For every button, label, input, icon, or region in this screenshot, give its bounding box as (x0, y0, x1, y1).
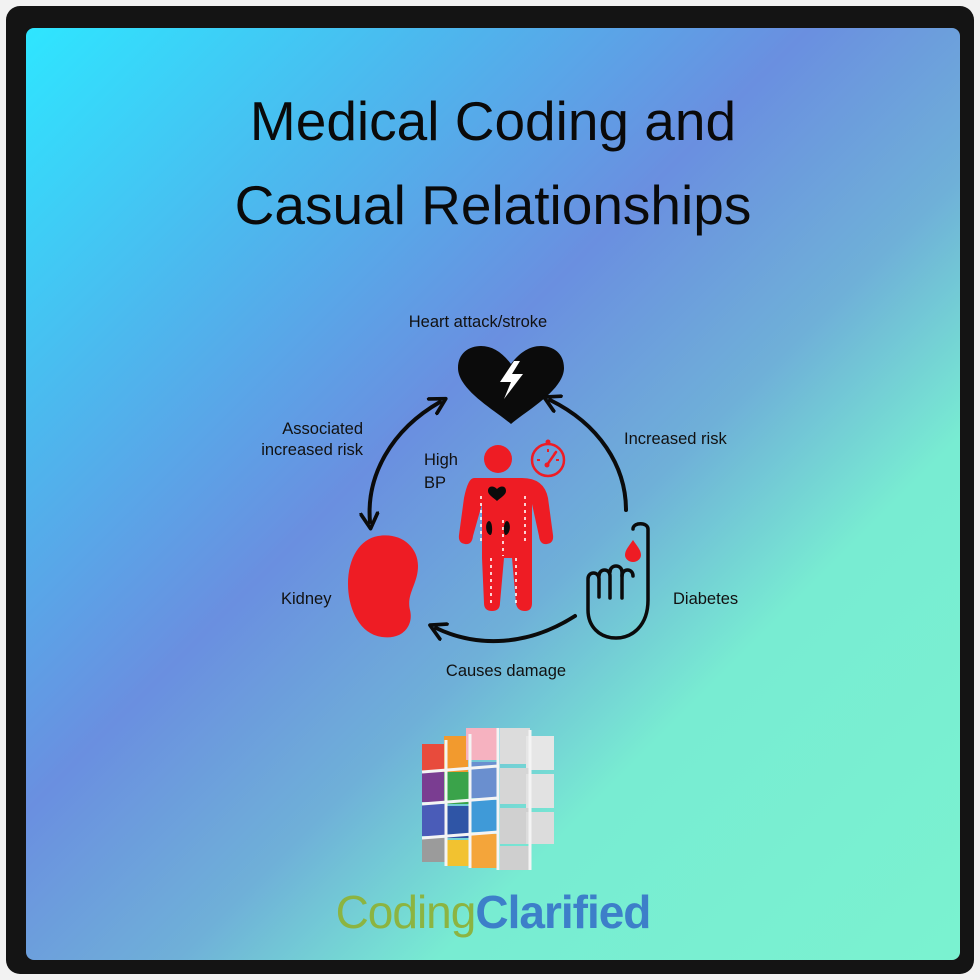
photo-frame: Medical Coding and Casual Relationships … (6, 6, 974, 974)
kidney-icon (348, 535, 418, 638)
edge-label-causes-damage: Causes damage (446, 662, 566, 680)
brand-wordmark-coding: Coding (335, 886, 477, 938)
arrow-diabetes-heart (550, 400, 628, 512)
title-line-1: Medical Coding and (249, 90, 737, 152)
causal-diagram: Heart attack/stroke Associated increased… (261, 313, 738, 870)
arrow-diabetes-kidney (436, 614, 577, 644)
edge-label-associated-2: increased risk (261, 441, 364, 459)
edge-label-associated-1: Associated (282, 420, 363, 438)
brand-wordmark-clarified: Clarified (475, 886, 651, 938)
arrow-kidney-heart (370, 402, 440, 522)
bp-label-line-2: BP (424, 474, 446, 492)
title-line-2: Casual Relationships (234, 174, 752, 236)
coding-clarified-logo-icon (421, 728, 554, 870)
pressure-gauge-icon (530, 439, 566, 478)
heart-lightning-icon (458, 346, 564, 424)
kidney-label: Kidney (281, 590, 332, 608)
brand-wordmark: CodingClarified (26, 884, 960, 940)
diabetes-label: Diabetes (673, 590, 738, 608)
human-body-icon (458, 445, 554, 611)
finger-blood-drop-icon (586, 522, 650, 640)
blood-drop-icon (625, 540, 641, 562)
bp-label-line-1: High (424, 451, 458, 469)
heart-label: Heart attack/stroke (409, 313, 547, 331)
edge-label-increased-risk: Increased risk (624, 430, 727, 448)
infographic-panel: Medical Coding and Casual Relationships … (26, 28, 960, 960)
